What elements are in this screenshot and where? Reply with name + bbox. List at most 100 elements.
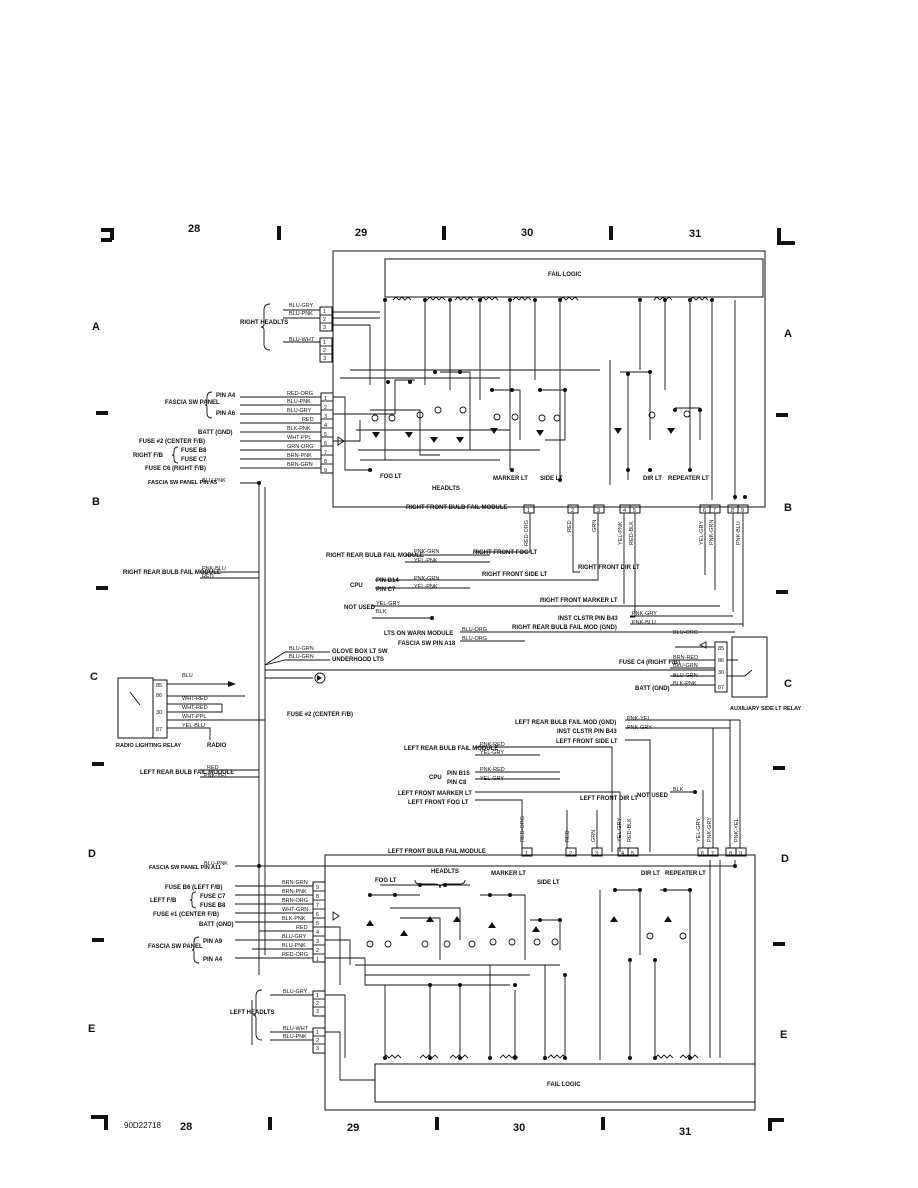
left-fail-logic-label: FAIL LOGIC — [547, 1082, 581, 1088]
rf-dir-label: RIGHT FRONT DIR LT — [578, 565, 640, 571]
svg-text:3: 3 — [595, 851, 598, 857]
svg-text:1: 1 — [323, 340, 326, 346]
right-wire-red: RED — [302, 417, 314, 423]
left-repeater-lt-label: REPEATER LT — [665, 871, 706, 877]
radio-pin-87: 87 — [156, 727, 162, 733]
row-a-left: A — [92, 321, 100, 333]
aux-relay-box — [731, 636, 768, 698]
left-pin6-wire: YEL-GRY — [696, 818, 702, 842]
lr-bulb-fail2-label: LEFT REAR BULB FAIL MODULE — [404, 746, 498, 752]
svg-text:2: 2 — [324, 405, 327, 411]
right-fascia-connector: 123 456 789 — [320, 392, 334, 474]
left-fascia-pin-a4: PIN A4 — [203, 957, 223, 963]
aux-blu-org-wire: BLU-ORG — [673, 630, 698, 636]
cpu-wire-yel-pnk: YEL-PNK — [414, 584, 438, 590]
inst2-wire: PNK-GRY — [627, 725, 652, 731]
not-used-wire-yel-gry: YEL-GRY — [376, 601, 400, 607]
svg-text:3: 3 — [316, 1009, 319, 1015]
radio-pin-85: 85 — [156, 683, 162, 689]
right-fascia-wire-3: BLU-GRY — [287, 408, 312, 414]
left-front-bulb-fail-module: FAIL LOGIC LEFT FRONT BULB FAIL MODULE 1… — [148, 720, 756, 1111]
row-c-right: C — [784, 678, 792, 690]
svg-text:2: 2 — [323, 317, 326, 323]
right-fuse-b8: FUSE B8 — [181, 448, 207, 454]
row-e-left: E — [88, 1023, 95, 1035]
cpu-pin-c8: PIN C8 — [447, 780, 467, 786]
left-headlt-wire-3: BLU-PNK — [283, 1034, 307, 1040]
right-fascia-pin-a6: PIN A6 — [216, 411, 236, 417]
right-module-title: RIGHT FRONT BULB FAIL MODULE — [406, 505, 508, 511]
row-b-left: B — [92, 496, 100, 508]
col-30-top: 30 — [521, 227, 533, 239]
left-fascia-label: FASCIA SW PANEL — [148, 944, 203, 950]
left-wire-brn-pnk: BRN-PNK — [282, 889, 307, 895]
svg-text:1: 1 — [324, 396, 327, 402]
left-fascia-pin-a9: PIN A9 — [203, 939, 223, 945]
glove-wire-2: BLU-GRN — [289, 654, 314, 660]
aux-pin-85: 85 — [718, 646, 724, 652]
left-top-pins: 1 2 3 4 5 6 7 8 9 — [521, 847, 747, 857]
rr-wire-pnk-blu: PNK-BLU — [202, 566, 226, 572]
right-fascia-wire-1: RED-ORG — [287, 391, 313, 397]
glove-box-label: GLOVE BOX LT SW — [332, 649, 388, 655]
svg-text:1: 1 — [525, 851, 528, 857]
right-lamp-symbols — [371, 406, 691, 443]
col-28-top: 28 — [188, 223, 200, 235]
middle-connections: RIGHT REAR BULB FAIL MODULE PNK-BLU RED … — [116, 549, 802, 852]
right-fail-logic-box — [384, 258, 764, 298]
right-side-lt-label: SIDE LT — [540, 476, 563, 482]
cpu-left-label: CPU — [429, 775, 442, 781]
svg-text:9: 9 — [316, 885, 319, 891]
svg-text:6: 6 — [316, 912, 319, 918]
radio-wire-wht-ppl: WHT-PPL — [182, 714, 206, 720]
svg-text:9: 9 — [739, 851, 742, 857]
rr2-wire-pnk-grn: PNK-GRN — [414, 549, 439, 555]
lr2-wire-pnk-red: PNK-RED — [480, 742, 505, 748]
right-fascia-label: FASCIA SW PANEL — [165, 400, 220, 406]
right-junction-dots — [257, 298, 747, 499]
right-fog-lt-label: FOG LT — [380, 474, 402, 480]
right-headlt-connector-a: 123 — [319, 306, 333, 332]
right-pin5-wire: RED-BLK — [629, 521, 635, 545]
left-wire-blu-gry: BLU-GRY — [282, 934, 307, 940]
radio-wire-blu: BLU — [182, 673, 193, 679]
col-29-top: 29 — [355, 227, 367, 239]
left-wire-brn-grn: BRN-GRN — [282, 880, 308, 886]
radio-relay-box — [117, 677, 154, 739]
aux-wire-blu-grn-2: BLU-GRN — [673, 673, 698, 679]
right-marker-lt-label: MARKER LT — [493, 476, 528, 482]
row-d-right: D — [781, 853, 789, 865]
svg-text:6: 6 — [324, 441, 327, 447]
left-side-lt-label: SIDE LT — [537, 880, 560, 886]
left-fascia-a11-wire: BLU-PNK — [204, 861, 228, 867]
inst-wire-pnk-gry: PNK-GRY — [632, 611, 657, 617]
right-bottom-pins: 1 2 3 4 5 6 7 8 9 — [523, 504, 749, 514]
radio-label: RADIO — [207, 743, 227, 749]
left-lamp-symbols — [366, 916, 687, 948]
right-headlts-label: RIGHT HEADLTS — [240, 320, 288, 326]
left-wire-wht-grn: WHT-GRN — [282, 907, 308, 913]
lf-dir-label: LEFT FRONT DIR LT — [580, 796, 638, 802]
right-wire-wht-ppl: WHT-PPL — [287, 435, 311, 441]
underhood-label: UNDERHOOD LTS — [332, 657, 384, 663]
radio-pin-30: 30 — [156, 710, 162, 716]
svg-text:2: 2 — [569, 851, 572, 857]
cpu-wire-pnk-grn: PNK-GRN — [414, 576, 439, 582]
left-headlt-connector-b: 123 — [312, 1027, 326, 1054]
lts-on-warn: LTS ON WARN MODULE — [384, 631, 453, 637]
right-fuse-c7: FUSE C7 — [181, 457, 207, 463]
right-pin7-wire: PNK-GRN — [709, 520, 715, 545]
right-wire-grn-org: GRN-ORG — [287, 444, 314, 450]
left-headlt-wire-2: BLU-WHT — [283, 1026, 309, 1032]
left-fuse1: FUSE #1 (CENTER F/B) — [153, 912, 219, 918]
right-module-outline — [332, 250, 766, 508]
col-31-top: 31 — [689, 228, 701, 240]
svg-text:2: 2 — [571, 508, 574, 514]
left-fuse-b8: FUSE B8 — [200, 903, 226, 909]
lr-bulb-fail-label: LEFT REAR BULB FAIL MODULE — [140, 770, 234, 776]
right-repeater-lt-label: REPEATER LT — [668, 476, 709, 482]
aux-wire-blu-grn: BLU-GRN — [673, 663, 698, 669]
svg-text:3: 3 — [597, 508, 600, 514]
svg-text:9: 9 — [741, 508, 744, 514]
right-fascia-pin-a4: PIN A4 — [216, 393, 236, 399]
